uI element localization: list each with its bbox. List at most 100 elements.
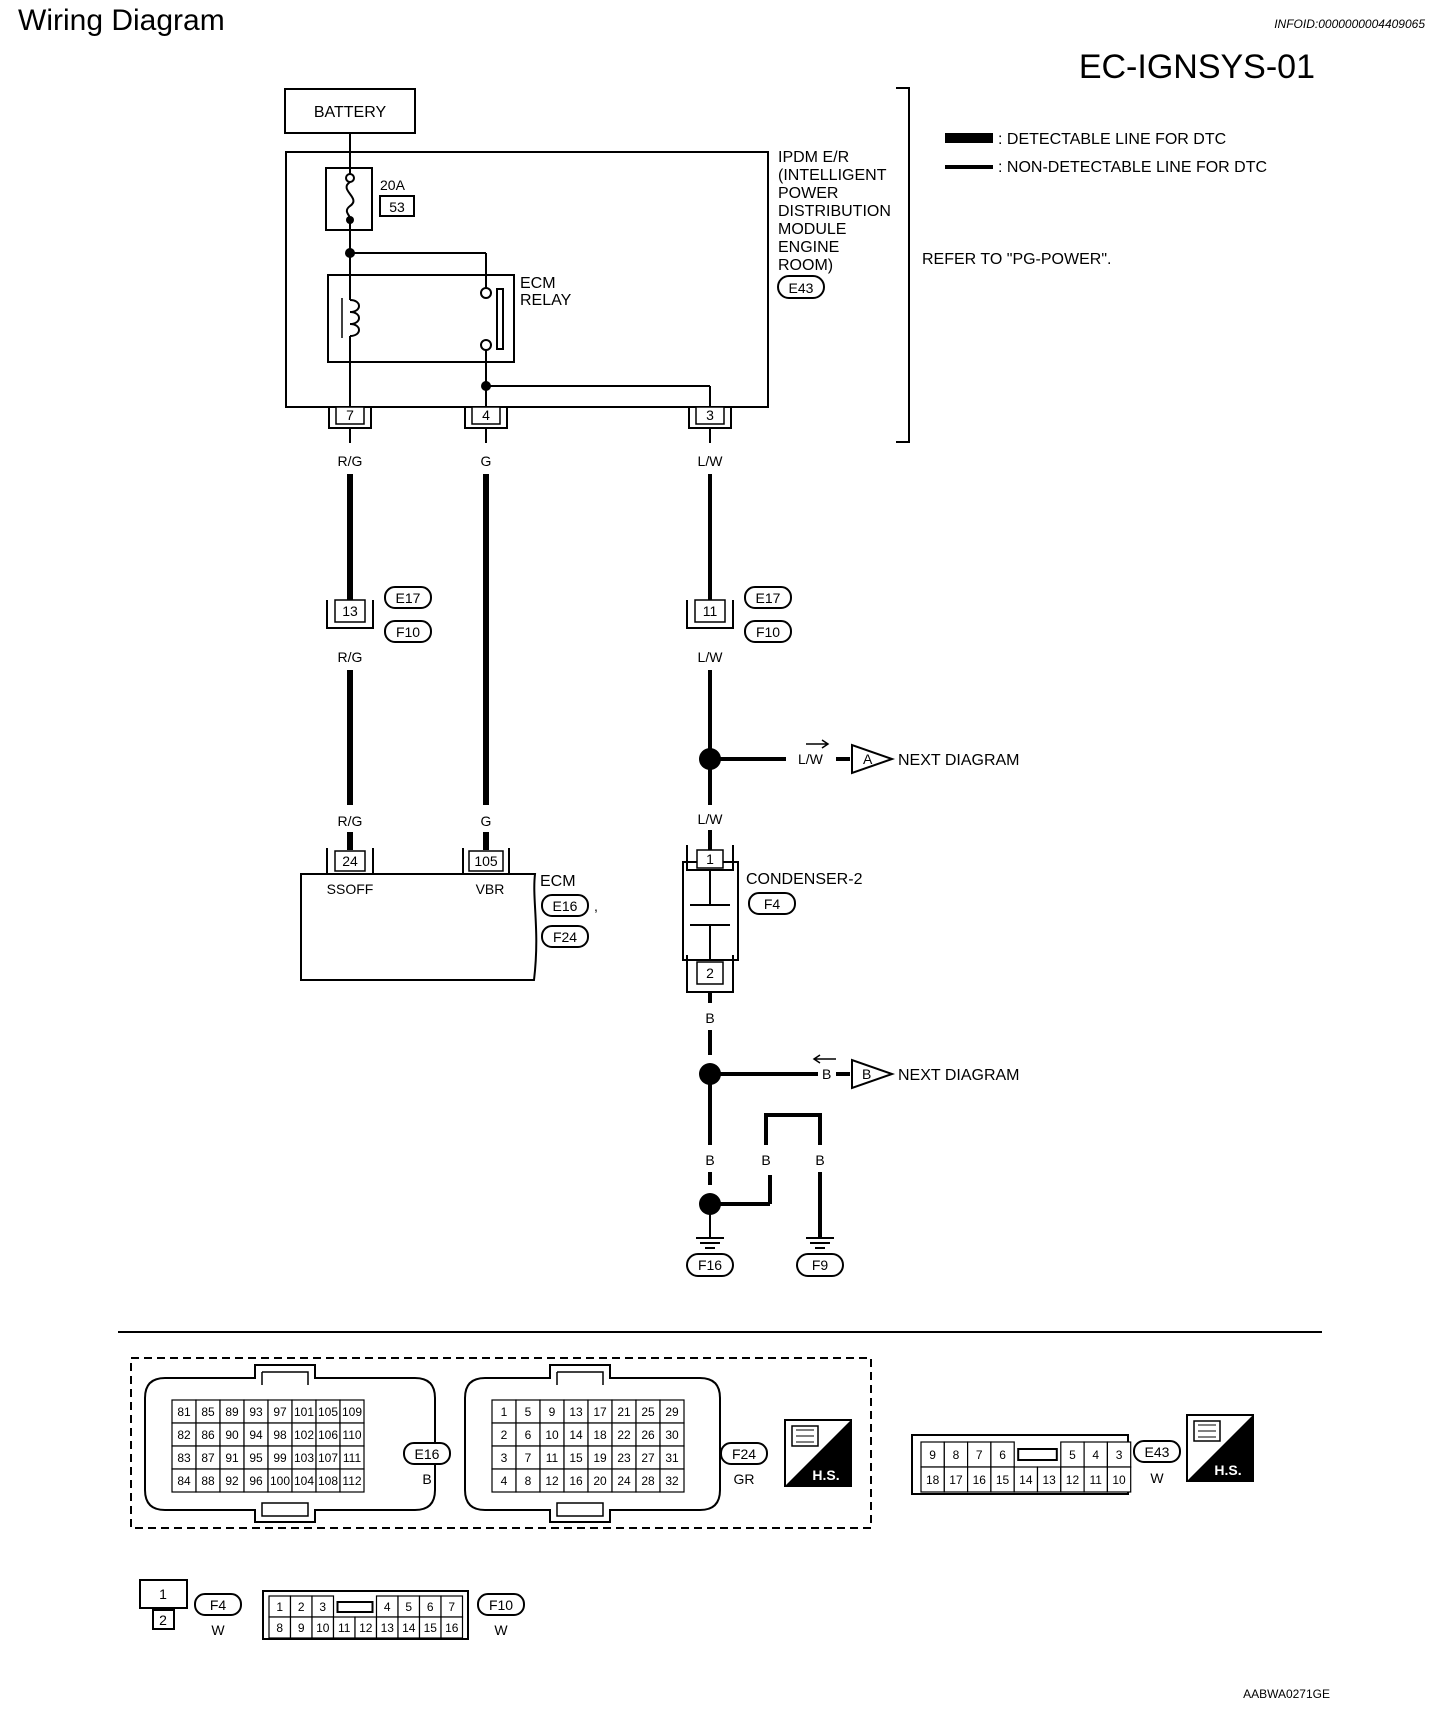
ground-label: F9 [812, 1257, 829, 1273]
connector-label: E17 [396, 590, 421, 606]
ipdm-bracket [896, 87, 910, 443]
pin-cell [1106, 1466, 1132, 1493]
next-diagram-marker: A [863, 751, 873, 767]
pin-number: 104 [294, 1474, 314, 1488]
wire-color-label: L/W [698, 811, 724, 827]
connector-label: F10 [756, 624, 780, 640]
pin-number: 2 [501, 1428, 508, 1442]
pin-number: 88 [201, 1474, 215, 1488]
wire-color-label: B [815, 1152, 824, 1168]
connector-label: F4 [764, 896, 781, 912]
connector-color: W [1150, 1470, 1164, 1486]
connector-badge [384, 620, 432, 643]
pin-number: 102 [294, 1428, 314, 1442]
connector-badge [744, 620, 792, 643]
wire-color-label: B [761, 1152, 770, 1168]
ecm-relay-label: RELAY [520, 292, 572, 309]
ipdm-pin-7: 7 [328, 406, 372, 429]
ipdm-pin-3: 3 [688, 406, 732, 429]
joint-pin-11: 11 [686, 599, 734, 629]
wire-color-label: B [822, 1066, 831, 1082]
pin-number: 86 [201, 1428, 215, 1442]
pin-number: 89 [225, 1405, 239, 1419]
pin-number: 109 [342, 1405, 362, 1419]
connector-label: E16 [415, 1446, 440, 1462]
connector-badge [720, 1442, 768, 1465]
ipdm-label-line: IPDM E/R [778, 149, 849, 166]
ground-icon [696, 1237, 724, 1249]
pin-number: 1 [159, 1586, 167, 1602]
pin-number: 11 [338, 1621, 351, 1635]
pin-number: 10 [1112, 1473, 1126, 1487]
pin-number: 93 [249, 1405, 263, 1419]
connector-latch [1017, 1448, 1058, 1461]
ecm-relay-box [327, 274, 515, 363]
ipdm-box [285, 151, 769, 408]
ecm-relay-label: ECM [520, 275, 556, 292]
pin-number: 11 [1090, 1473, 1103, 1487]
pin-number: 4 [1092, 1448, 1099, 1462]
pin-number: 1 [276, 1600, 283, 1614]
pin-number: 87 [201, 1451, 215, 1465]
pin-number: 5 [405, 1600, 412, 1614]
pin-number: 32 [665, 1474, 679, 1488]
ecm-box [300, 873, 538, 981]
ipdm-label-line: ROOM) [778, 257, 833, 274]
pin-number: 11 [546, 1451, 559, 1465]
pin-number: 105 [318, 1405, 338, 1419]
connector-label: F4 [210, 1597, 227, 1613]
pin-number: 13 [569, 1405, 583, 1419]
pin-number: 6 [525, 1428, 532, 1442]
pin-number: 26 [641, 1428, 655, 1442]
pin-number: 23 [617, 1451, 631, 1465]
pin-number: 11 [703, 603, 718, 619]
arrow-left-icon [812, 1054, 836, 1064]
legend-detectable-text: : DETECTABLE LINE FOR DTC [998, 131, 1226, 148]
pin-number: 2 [159, 1612, 167, 1628]
connector-badge [384, 586, 432, 609]
pin-number: 31 [665, 1451, 679, 1465]
pin-number: 22 [617, 1428, 631, 1442]
pin-number: 7 [525, 1451, 532, 1465]
pin-number: 107 [318, 1451, 338, 1465]
pin-number: 4 [482, 407, 490, 423]
ipdm-connector-label: E43 [789, 280, 814, 296]
pin-number: 16 [569, 1474, 583, 1488]
connector-badge [477, 1593, 525, 1616]
pin-cell [440, 1616, 464, 1639]
relay-switch-bar [496, 288, 504, 350]
wire-color-label: B [705, 1010, 714, 1026]
pin-number: 100 [270, 1474, 290, 1488]
ecm-connectors-group [130, 1357, 872, 1529]
pin-number: 108 [318, 1474, 338, 1488]
pin-number: 1 [706, 851, 714, 867]
pin-number: 16 [445, 1621, 459, 1635]
pin-number: 5 [1069, 1448, 1076, 1462]
pin-number: 24 [617, 1474, 631, 1488]
connector-face-f4: 1 2 [139, 1579, 188, 1630]
pin-number: 81 [177, 1405, 191, 1419]
pin-number: 18 [593, 1428, 607, 1442]
diagram-code: EC-IGNSYS-01 [1079, 48, 1315, 86]
legend-detectable-swatch [945, 133, 993, 143]
connector-badge [541, 894, 589, 917]
connector-color: GR [734, 1471, 755, 1487]
pin-number: 15 [424, 1621, 438, 1635]
wire-color-label: L/W [698, 453, 724, 469]
pin-number: 21 [617, 1405, 631, 1419]
pin-number: 30 [665, 1428, 679, 1442]
connector-badge [403, 1442, 451, 1465]
ipdm-label-line: ENGINE [778, 239, 839, 256]
connector-label: E17 [756, 590, 781, 606]
relay-coil-icon [349, 299, 360, 337]
battery-label: BATTERY [314, 104, 387, 121]
pin-number: 25 [641, 1405, 655, 1419]
next-diagram-text: NEXT DIAGRAM [898, 752, 1020, 769]
ipdm-connector-badge [777, 275, 825, 299]
ecm-pin-name: VBR [476, 881, 505, 897]
connector-badge [194, 1593, 242, 1616]
